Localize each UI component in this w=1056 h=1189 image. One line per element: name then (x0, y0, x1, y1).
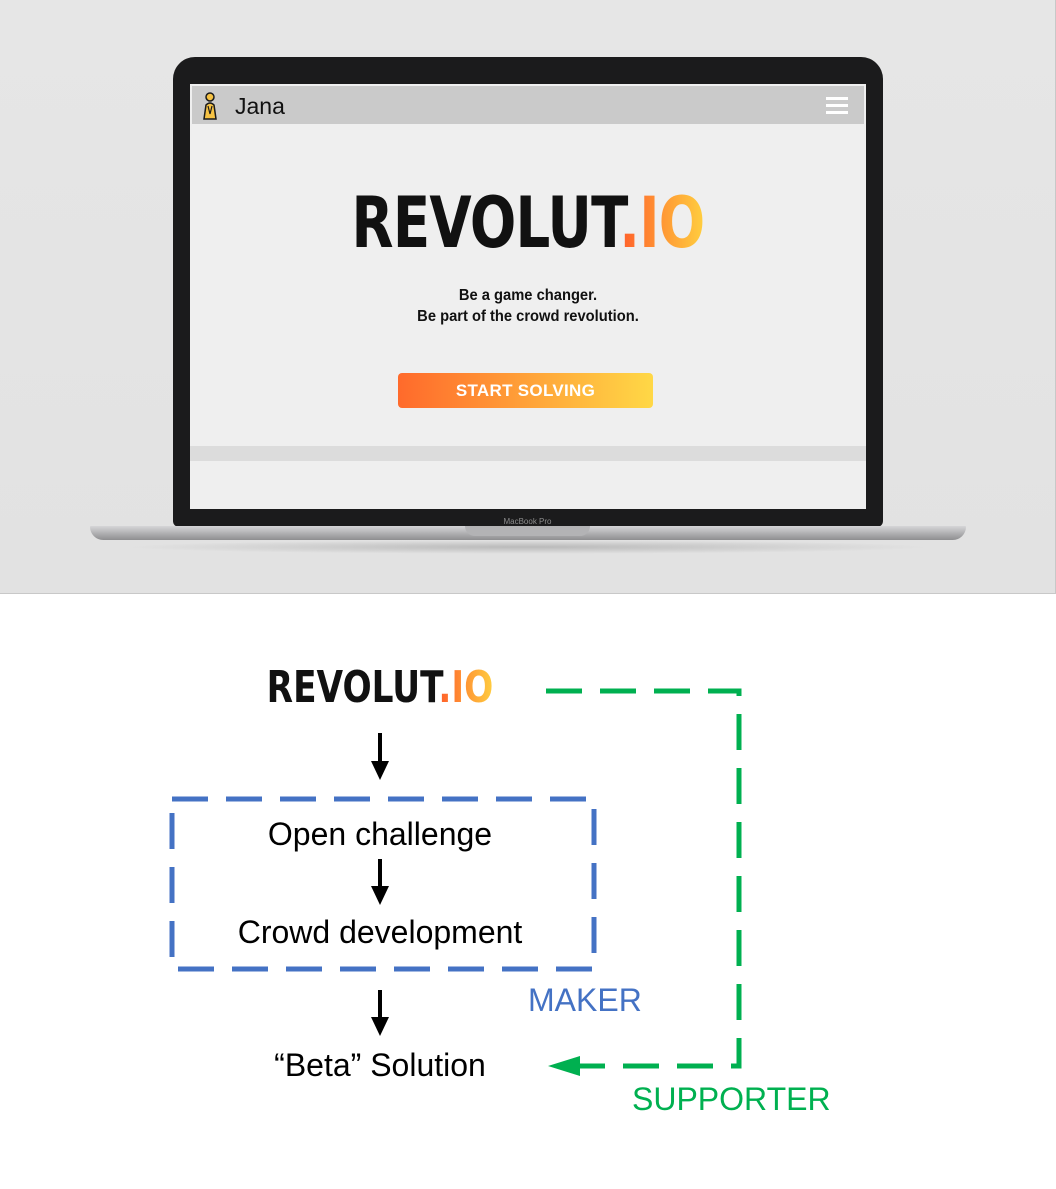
laptop-base-shadow (120, 540, 936, 554)
diagram-brand-main: REVOLUT (266, 662, 439, 713)
laptop-mockup-panel: Jana REVOLUT.IO Be a game changer. Be pa… (0, 0, 1056, 594)
tagline-line-2: Be part of the crowd revolution. (417, 308, 639, 325)
arrow-challenge-to-crowd (371, 859, 389, 905)
laptop-screen: Jana REVOLUT.IO Be a game changer. Be pa… (190, 84, 866, 509)
step-crowd-development: Crowd development (237, 914, 523, 950)
diagram-brand-logo: REVOLUT.IO (267, 666, 494, 710)
role-supporter-label: SUPPORTER (632, 1081, 831, 1117)
device-model-label: MacBook Pro (503, 517, 552, 526)
diagram-brand-suffix: .IO (438, 662, 494, 713)
maker-dashed-box (169, 796, 597, 972)
flow-diagram (169, 688, 742, 1076)
hamburger-menu-icon[interactable] (826, 97, 848, 115)
supporter-dashed-path (546, 688, 742, 1069)
arrow-logo-to-challenge (371, 733, 389, 780)
role-maker-label: MAKER (528, 982, 642, 1018)
arrow-crowd-to-beta (371, 990, 389, 1036)
screen-footer-band (190, 446, 866, 461)
app-header: Jana (192, 86, 864, 124)
brand-logo-main: REVOLUT (351, 182, 621, 264)
step-open-challenge: Open challenge (267, 816, 493, 852)
step-beta-solution: “Beta” Solution (274, 1047, 486, 1083)
user-icon[interactable] (201, 92, 219, 120)
start-solving-button[interactable]: START SOLVING (398, 373, 653, 408)
user-name[interactable]: Jana (235, 93, 285, 119)
supporter-arrowhead (548, 1056, 580, 1076)
brand-logo-suffix: .IO (619, 182, 705, 264)
laptop-base-notch (465, 526, 590, 536)
brand-logo: REVOLUT.IO (264, 188, 791, 258)
tagline-line-1: Be a game changer. (458, 287, 598, 304)
